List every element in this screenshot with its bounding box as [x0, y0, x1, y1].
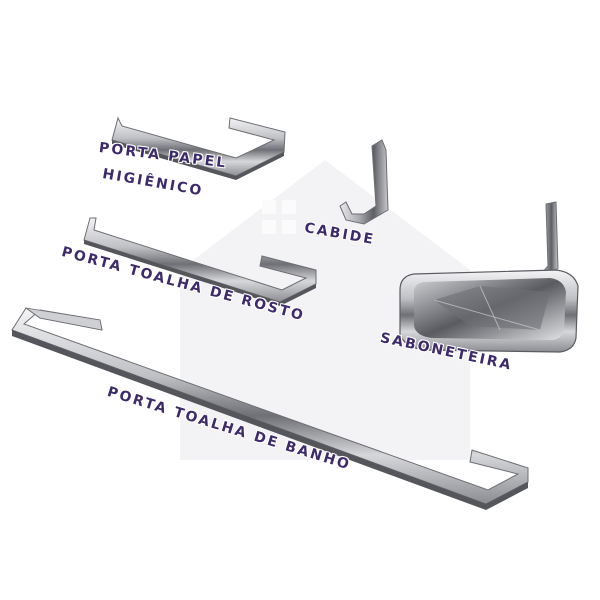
- robe-hook-image: [339, 139, 389, 225]
- face-towel-bar-image: [83, 217, 317, 306]
- bath-towel-bar-image: [11, 307, 529, 510]
- toilet-paper-holder-image: [111, 116, 286, 180]
- house-icon: [180, 160, 470, 460]
- soap-dish-image: [399, 201, 579, 353]
